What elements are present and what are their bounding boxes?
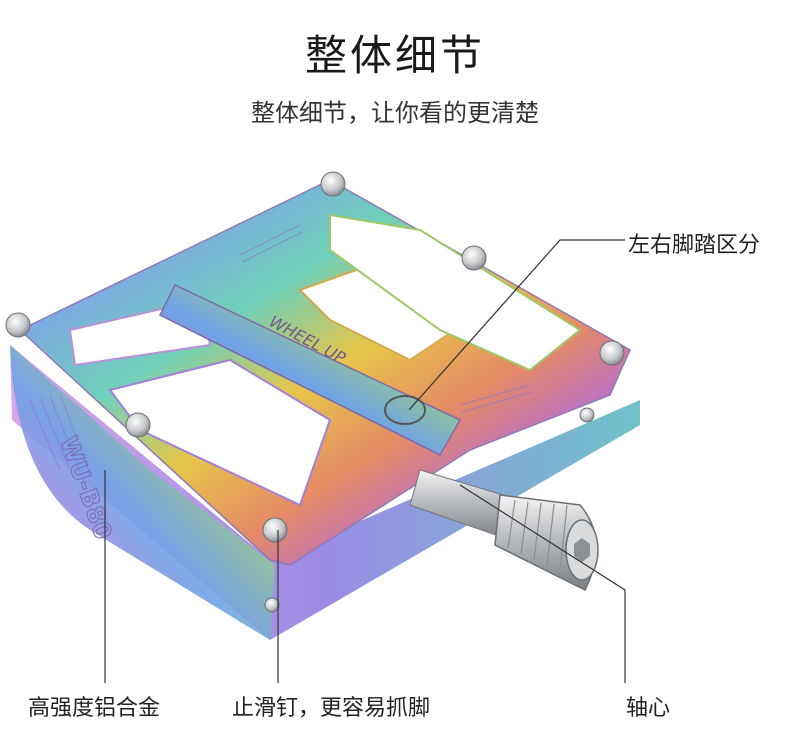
traction-pins bbox=[5, 171, 625, 613]
callout-left-right: 左右脚踏区分 bbox=[628, 233, 761, 258]
cutout-window bbox=[329, 213, 582, 372]
traction-pin bbox=[262, 517, 288, 543]
hex-socket-icon bbox=[574, 538, 590, 562]
leader-lines bbox=[104, 239, 626, 683]
callout-pins: 止滑钉，更容易抓脚 bbox=[232, 696, 431, 721]
traction-pin bbox=[125, 412, 151, 438]
traction-pin bbox=[599, 340, 625, 366]
leader-line-axle bbox=[459, 484, 626, 683]
page-title: 整体细节 bbox=[304, 31, 485, 80]
traction-pin bbox=[5, 312, 31, 338]
leader-line-left-right bbox=[408, 239, 625, 411]
traction-pin bbox=[320, 171, 346, 197]
callout-material: 高强度铝合金 bbox=[28, 696, 161, 721]
page-subtitle: 整体细节，让你看的更清楚 bbox=[251, 99, 539, 127]
traction-pin bbox=[579, 407, 595, 423]
traction-pin bbox=[461, 245, 487, 271]
pedal-front-panel bbox=[10, 345, 275, 640]
axle-end-cap bbox=[384, 395, 426, 425]
grip-texture bbox=[29, 224, 533, 475]
callout-axle: 轴心 bbox=[626, 696, 671, 721]
axle-thread-grooves bbox=[507, 499, 568, 573]
traction-pin bbox=[264, 597, 280, 613]
